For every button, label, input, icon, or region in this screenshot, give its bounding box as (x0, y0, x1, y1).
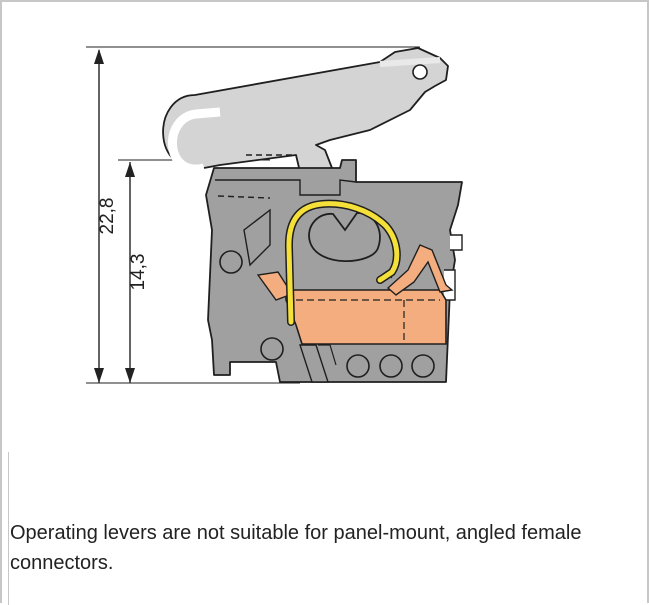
release-slider (299, 344, 337, 383)
connector-housing (205, 159, 463, 383)
dimension-total-height (86, 46, 420, 383)
dimension-label-total: 22,8 (97, 198, 118, 235)
caption-text: Operating levers are not suitable for pa… (10, 522, 582, 574)
test-openings (346, 354, 435, 378)
actuation-slot (308, 212, 381, 263)
operating-lever (162, 47, 449, 174)
clamping-spring (284, 199, 401, 326)
connector-diagram: 22,8 14,3 (86, 46, 463, 384)
caption-divider (8, 452, 9, 605)
lever-pivot-hole (412, 64, 428, 80)
dimension-label-body: 14,3 (128, 254, 149, 291)
